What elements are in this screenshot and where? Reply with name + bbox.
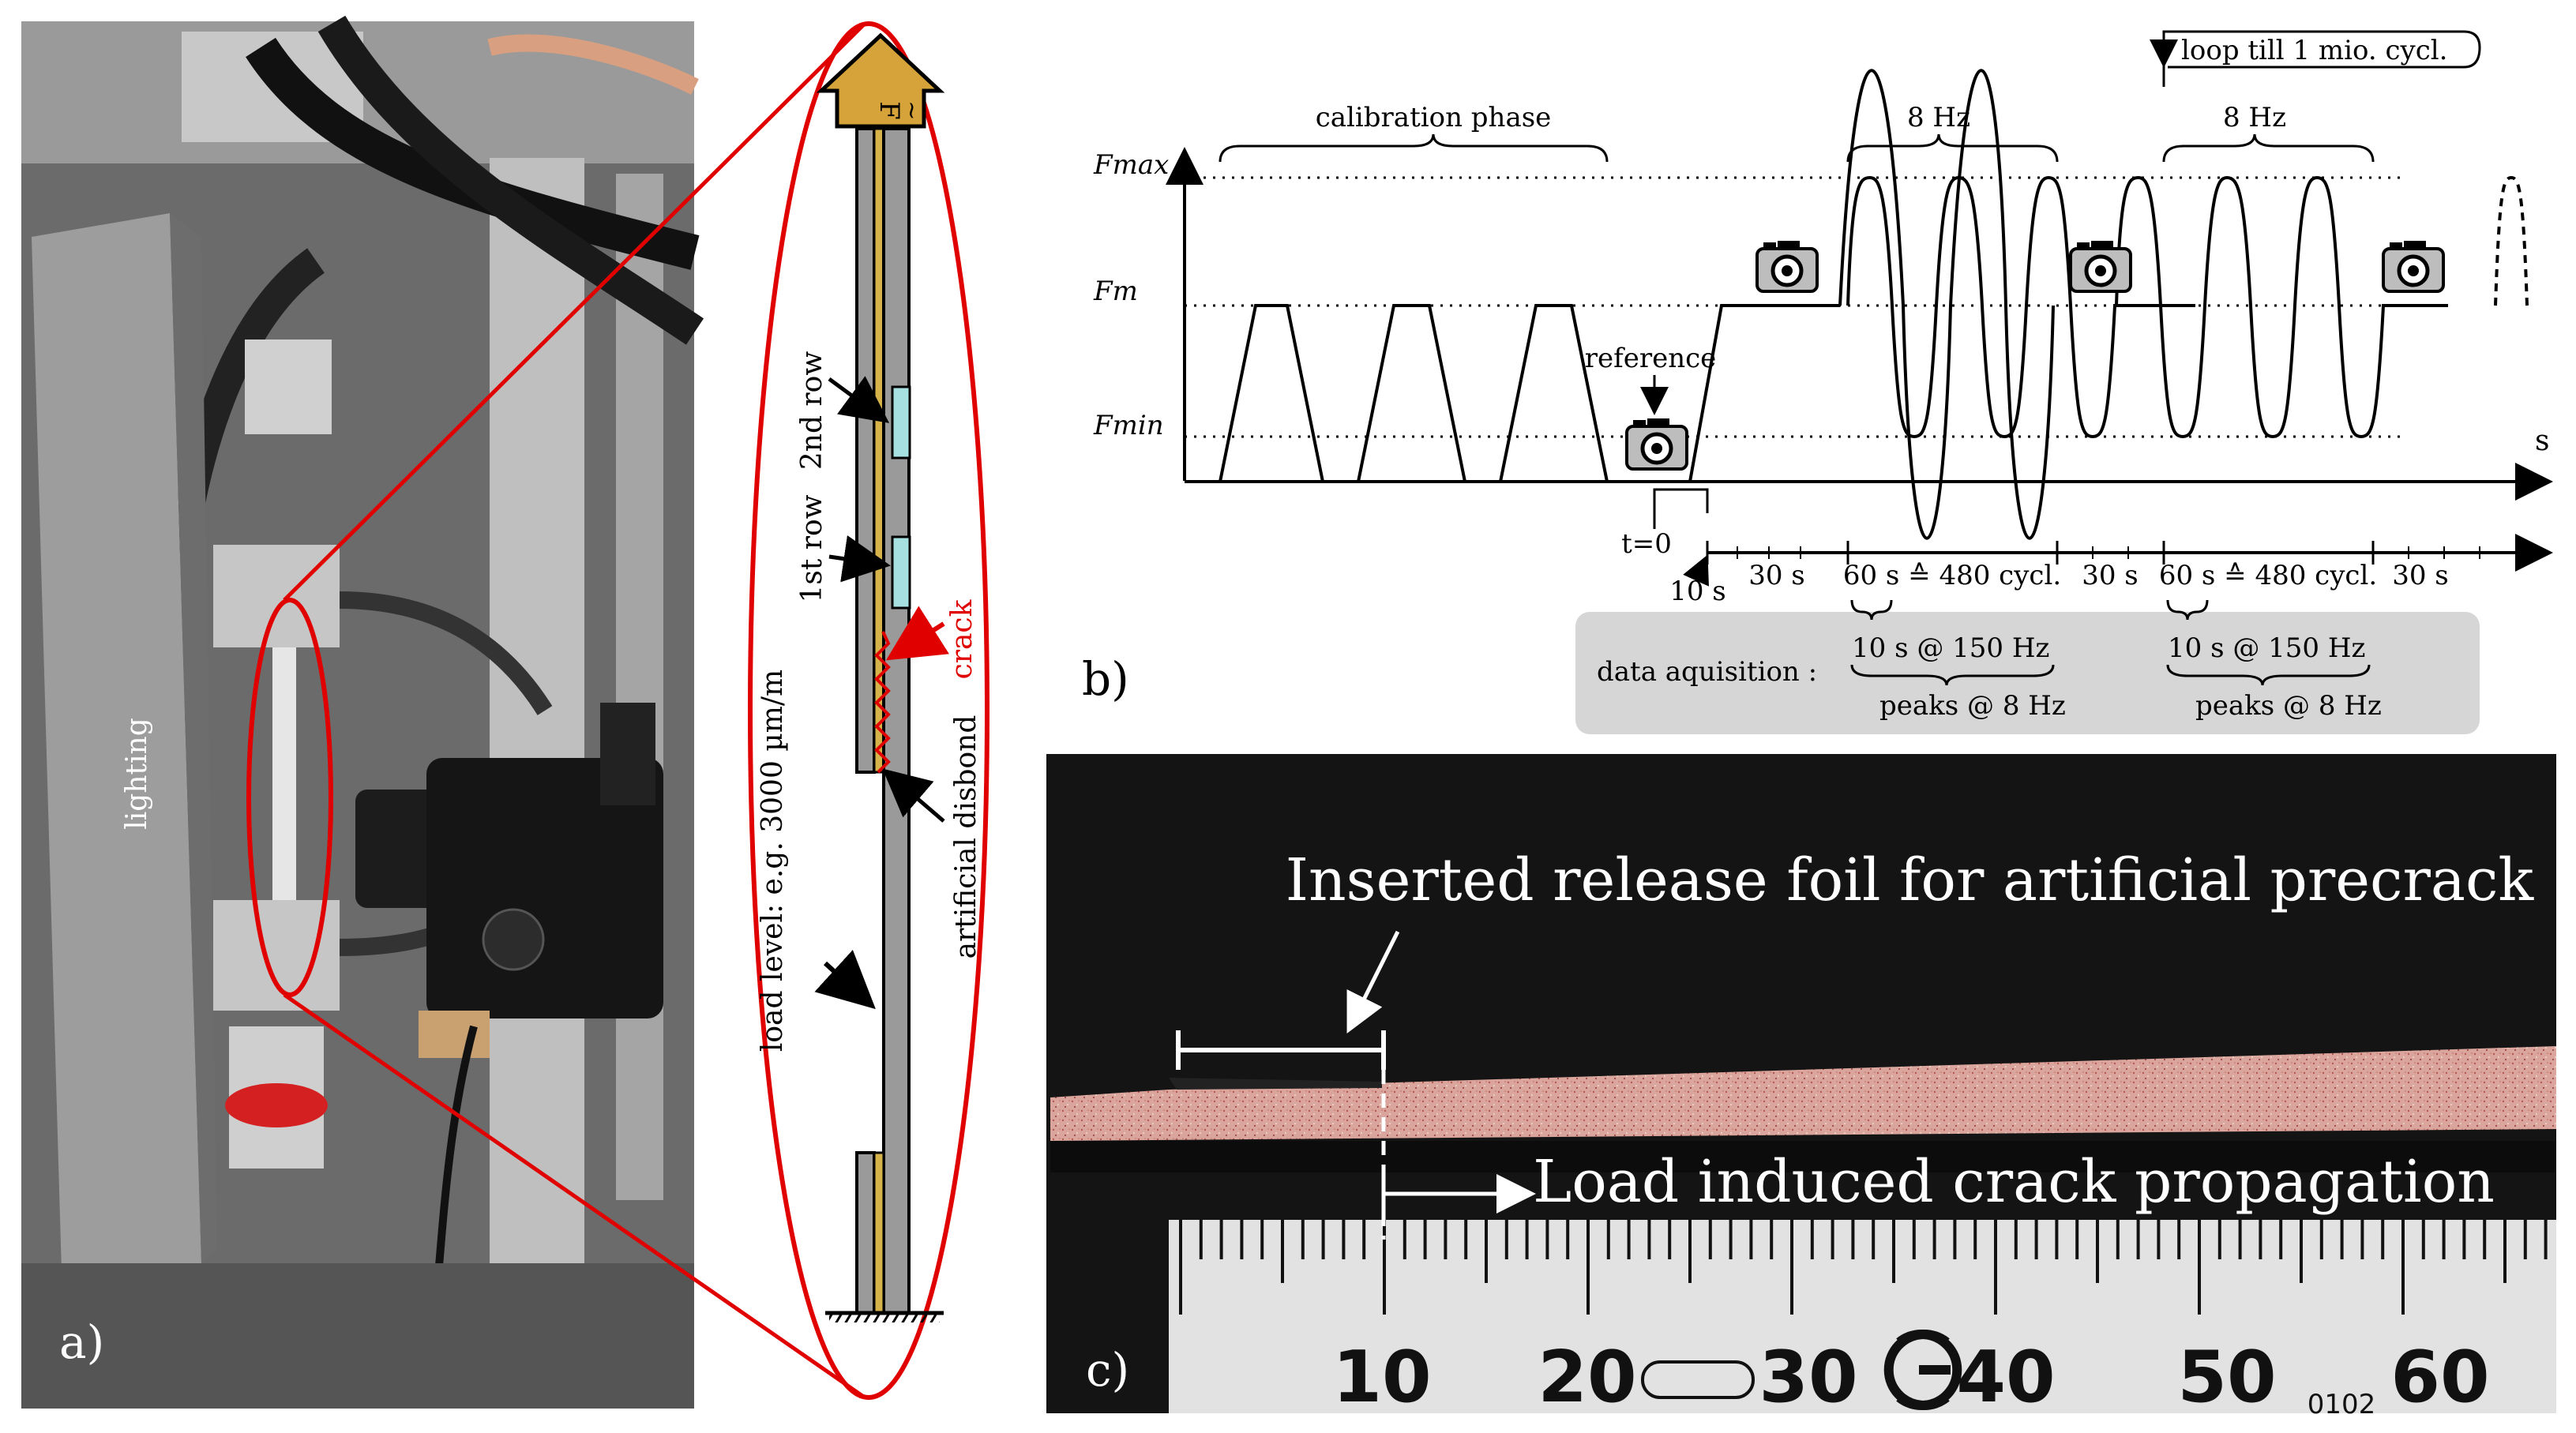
row2-label: 2nd row <box>796 351 828 470</box>
sensor-row-2 <box>891 385 911 460</box>
freq1-label: 8 Hz <box>1907 102 1970 133</box>
camera-icon <box>2382 241 2445 293</box>
timeline-label: 60 s ≙ 480 cycl. <box>1843 560 2061 591</box>
ruler-number: 40 <box>1956 1336 2055 1419</box>
camera-icon <box>2069 241 2132 293</box>
zoom-callout <box>246 21 989 1400</box>
machine-column-right <box>616 174 663 1200</box>
force-tilde: ~ <box>898 100 926 120</box>
wood-block <box>419 1011 490 1058</box>
calibration-cycles <box>1219 304 1654 483</box>
timeline-label: 30 s <box>1748 560 1805 591</box>
ruler-stamp <box>1641 1360 1755 1399</box>
camera-icon <box>1756 241 1819 293</box>
ruler-number: 50 <box>2177 1336 2276 1419</box>
fmax-label: Fmax <box>1093 149 1169 181</box>
t10-label: 10 s <box>1669 576 1726 607</box>
force-arrow <box>816 32 945 129</box>
data-acquisition-box <box>1575 612 2480 734</box>
sine-block-1 <box>1846 175 2195 439</box>
ruler <box>1169 1220 2556 1413</box>
foil-label: Inserted release foil for artificial pre… <box>1286 846 2535 914</box>
crack-zigzag <box>874 631 891 774</box>
specimen-schematic: F ~ 2nd row 1st row crack artificial dis… <box>757 32 982 1322</box>
freq2-label: 8 Hz <box>2223 102 2286 133</box>
large-zoom-ellipse <box>748 21 989 1400</box>
continuation-peak <box>2494 175 2529 306</box>
s-axis-label: s <box>2535 425 2549 457</box>
machine-column <box>490 158 584 1303</box>
lighting-label: lighting <box>121 718 153 829</box>
timeline-label: 30 s <box>2392 560 2449 591</box>
fm-label: Fm <box>1093 276 1138 307</box>
panel-c-photo: 10 20 30 40 50 60 0102 Inserted release … <box>1046 754 2556 1420</box>
foil-arrow <box>1346 930 1400 1033</box>
t0-label: t=0 <box>1621 528 1672 560</box>
panel-b-diagram: s Fmax Fm Fmin calibration phase 8 Hz 8 … <box>1082 30 2553 734</box>
crack-arrow <box>885 606 949 661</box>
lower-clamp <box>213 900 340 1011</box>
specimen-photo <box>272 647 296 924</box>
ruler-number: 10 <box>1332 1336 1431 1419</box>
fmin-label: Fmin <box>1093 410 1164 441</box>
force-label: F <box>873 101 905 120</box>
panel-a-label: a) <box>59 1315 104 1369</box>
camera-icon <box>1625 418 1688 471</box>
photo-floor <box>21 1263 694 1409</box>
small-zoom-ellipse <box>246 598 333 997</box>
hose-2 <box>317 15 704 345</box>
ruler-extra: 0102 <box>2308 1389 2376 1420</box>
ruler-number: 30 <box>1759 1336 1857 1419</box>
acq-label: data aquisition : <box>1597 656 1817 688</box>
ruler-number: 20 <box>1538 1336 1636 1419</box>
acq-peaks-1: peaks @ 8 Hz <box>1879 690 2066 722</box>
release-foil <box>1169 1078 1382 1090</box>
load-cell <box>225 1083 328 1127</box>
upper-clamp <box>213 545 340 647</box>
ramp-to-mean <box>1688 304 1840 482</box>
load-level-label: load level: e.g. 3000 µm/m <box>757 670 789 1052</box>
freq1-brace <box>1846 133 2059 163</box>
freq2-brace <box>2162 133 2375 163</box>
camera-mount <box>600 703 655 805</box>
sensor-row-1 <box>891 535 911 610</box>
crack-label: crack <box>946 598 978 679</box>
load-arrow <box>814 950 876 1010</box>
ce-mark <box>1883 1330 1962 1410</box>
panel-c-label: c) <box>1086 1343 1129 1397</box>
calibration-brace <box>1219 133 1609 163</box>
lower-adherend <box>882 127 911 1315</box>
lower-tab <box>855 1151 876 1315</box>
reference-label: reference <box>1585 343 1717 374</box>
disbond-arrow <box>882 768 945 823</box>
crack-propagation-label: Load induced crack propagation <box>1533 1148 2495 1216</box>
lighting-panel <box>32 213 201 1326</box>
timeline-label: 30 s <box>2082 560 2139 591</box>
acq-fast-2: 10 s @ 150 Hz <box>2168 632 2365 664</box>
upper-adherend <box>855 127 876 774</box>
timeline-label: 60 s ≙ 480 cycl. <box>2159 560 2377 591</box>
sine-block-2 <box>2115 175 2448 439</box>
calibration-label: calibration phase <box>1316 102 1552 133</box>
row1-arrow <box>828 535 891 583</box>
acq-peaks-2: peaks @ 8 Hz <box>2195 690 2382 722</box>
ruler-number: 60 <box>2390 1336 2489 1419</box>
panel-a-photo: lighting a) <box>21 15 704 1409</box>
hose-copper <box>487 34 699 95</box>
hose-1 <box>246 37 700 270</box>
row1-label: 1st row <box>796 494 828 602</box>
loop-box <box>2162 30 2481 87</box>
fixed-support <box>829 1313 940 1322</box>
upper-grip <box>245 339 332 434</box>
panel-b-label: b) <box>1082 652 1129 706</box>
t0-marker <box>1653 488 1709 529</box>
loop-label: loop till 1 mio. cycl. <box>2181 35 2448 66</box>
row2-arrow <box>828 376 890 423</box>
acq-fast-1: 10 s @ 150 Hz <box>1852 632 2049 664</box>
disbond-label: artificial disbond <box>950 715 982 959</box>
specimen-cross-section <box>1050 1046 2556 1141</box>
ruler-ticks <box>1179 1220 2548 1315</box>
